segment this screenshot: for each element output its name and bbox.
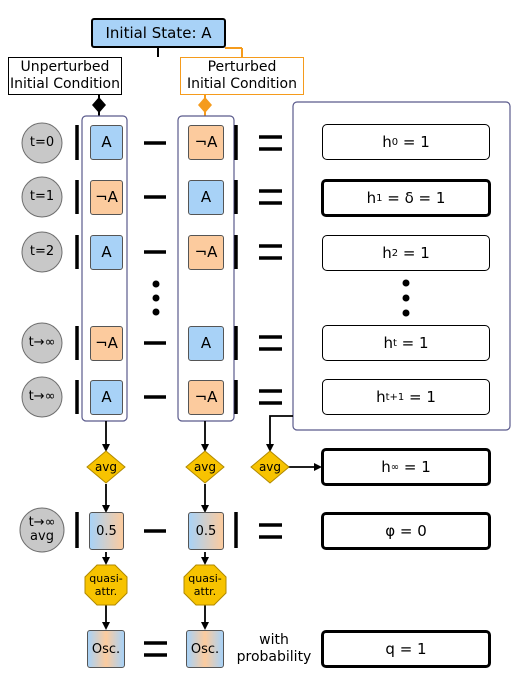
avg-value: 0.5 — [89, 512, 124, 550]
initial-state-box: Initial State: A — [91, 18, 226, 48]
avg-time-label: t→∞ avg — [28, 515, 56, 544]
time-label: t=2 — [29, 244, 55, 259]
phi-box: φ = 0 — [321, 512, 491, 550]
perturbed-label: Perturbed Initial Condition — [180, 57, 304, 95]
with-probability-label: with probability — [236, 632, 312, 665]
unperturbed-state: ¬A — [90, 180, 123, 215]
avg-label: avg — [258, 460, 282, 474]
quasi-attractor-label: quasi- attr. — [188, 572, 222, 598]
hamming-hinf: h∞ = 1 — [321, 448, 491, 486]
perturbed-state: ¬A — [188, 380, 224, 415]
time-label: t→∞ — [28, 389, 56, 404]
avg-label: avg — [193, 460, 217, 474]
q-box: q = 1 — [321, 630, 491, 668]
unperturbed-state: ¬A — [90, 326, 123, 361]
time-label: t→∞ — [28, 335, 56, 350]
quasi-attractor-label: quasi- attr. — [89, 572, 123, 598]
perturbed-state: A — [188, 180, 224, 215]
unperturbed-state: A — [90, 235, 123, 270]
perturbed-state: A — [188, 326, 224, 361]
avg-value: 0.5 — [188, 512, 224, 550]
time-label: t=0 — [29, 135, 55, 150]
unperturbed-state: A — [90, 380, 123, 415]
time-label: t=1 — [29, 189, 55, 204]
perturbed-state: ¬A — [188, 235, 224, 270]
avg-label: avg — [94, 460, 118, 474]
oscillation-box: Osc. — [87, 630, 125, 668]
perturbed-state: ¬A — [188, 125, 224, 160]
unperturbed-state: A — [90, 125, 123, 160]
oscillation-box: Osc. — [186, 630, 224, 668]
unperturbed-label: Unperturbed Initial Condition — [8, 57, 122, 95]
